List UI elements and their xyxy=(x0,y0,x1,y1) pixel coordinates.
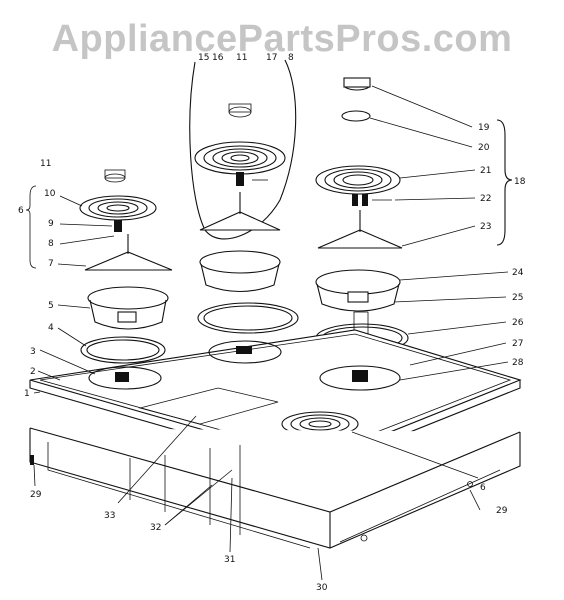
trim-ring-left xyxy=(80,336,166,364)
label-30: 30 xyxy=(316,583,328,593)
left-burner-group xyxy=(79,169,173,271)
drip-pan-shield xyxy=(199,211,281,231)
label-26: 26 xyxy=(512,318,524,328)
label-5: 5 xyxy=(48,301,54,311)
label-6-left: 6 xyxy=(18,206,24,216)
bracket-6 xyxy=(25,185,37,269)
label-1: 1 xyxy=(24,389,30,399)
label-29-left: 29 xyxy=(30,490,42,500)
label-8-top: 8 xyxy=(288,53,294,63)
label-11-top: 11 xyxy=(236,53,247,63)
label-23: 23 xyxy=(480,222,491,232)
center-cutout xyxy=(138,387,279,425)
label-2: 2 xyxy=(30,367,36,377)
label-28: 28 xyxy=(512,358,524,368)
label-32: 32 xyxy=(150,523,161,533)
label-21: 21 xyxy=(480,166,491,176)
label-27: 27 xyxy=(512,339,523,349)
drip-bowl-right xyxy=(315,269,401,312)
callout-labels: 15 16 11 17 8 11 10 6 9 8 7 5 4 3 2 1 19… xyxy=(18,53,526,593)
label-29-right: 29 xyxy=(496,506,508,516)
label-17: 17 xyxy=(266,53,277,63)
label-8-left: 8 xyxy=(48,239,54,249)
drip-bowl-left xyxy=(87,286,169,330)
bracket-18 xyxy=(496,119,513,246)
coil-element-left xyxy=(79,195,157,221)
knob-body xyxy=(228,103,252,113)
coil-element-top xyxy=(194,141,286,175)
terminal-block-left xyxy=(114,220,122,232)
label-31: 31 xyxy=(224,555,235,565)
label-24: 24 xyxy=(512,268,524,278)
top-center-burner-group xyxy=(189,59,297,240)
drip-bowl-center xyxy=(199,250,281,292)
label-3: 3 xyxy=(30,347,36,357)
burner-opening-rear-right xyxy=(319,365,401,391)
label-33: 33 xyxy=(104,511,115,521)
coil-element-right xyxy=(315,165,401,195)
label-19: 19 xyxy=(478,123,490,133)
label-25: 25 xyxy=(512,293,523,303)
drip-pan-shield-left xyxy=(84,251,173,271)
label-11-left: 11 xyxy=(40,159,51,169)
label-18: 18 xyxy=(514,177,526,187)
leader-lines xyxy=(33,85,509,581)
label-4: 4 xyxy=(48,323,54,333)
trim-ring-center xyxy=(197,302,299,334)
terminal-block xyxy=(236,172,244,186)
label-7: 7 xyxy=(48,259,54,269)
knob-body-left xyxy=(104,169,126,179)
label-22: 22 xyxy=(480,194,491,204)
drip-pan-shield-right xyxy=(317,229,403,249)
right-burner-group xyxy=(315,77,513,249)
lower-frame xyxy=(29,427,521,549)
label-6-right: 6 xyxy=(480,483,486,493)
burner-opening-front-left xyxy=(88,366,162,390)
receptacle-icon xyxy=(341,110,371,122)
burner-opening-rear-center xyxy=(208,340,282,364)
label-15: 15 xyxy=(198,53,209,63)
group-bracket-oval xyxy=(189,59,297,240)
label-9: 9 xyxy=(48,219,54,229)
label-10: 10 xyxy=(44,189,56,199)
label-20: 20 xyxy=(478,143,490,153)
label-16: 16 xyxy=(212,53,224,63)
